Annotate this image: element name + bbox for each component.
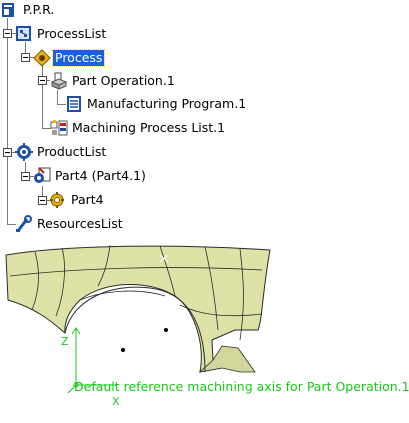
expander-part4-instance[interactable] xyxy=(21,172,30,181)
part-operation-icon xyxy=(50,72,68,90)
product-list-icon xyxy=(15,143,33,161)
tree-node-part4-instance-label: Part4 (Part4.1) xyxy=(55,168,146,183)
tree-node-part4[interactable]: Part4 xyxy=(49,190,106,210)
process-icon xyxy=(33,49,51,67)
expander-process[interactable] xyxy=(21,53,30,62)
manufacturing-program-icon xyxy=(65,95,83,113)
resources-list-icon xyxy=(15,215,33,233)
axis-z-label: Z xyxy=(61,335,69,348)
tree-node-resources-list-label: ResourcesList xyxy=(37,216,123,231)
ppr-root-icon xyxy=(1,1,19,19)
part-icon xyxy=(49,191,67,209)
expander-part4[interactable] xyxy=(38,196,47,205)
tree-node-ppr[interactable]: P.P.R. xyxy=(1,0,56,20)
tree-node-machining-process-list-label: Machining Process List.1 xyxy=(72,120,226,135)
3d-viewport[interactable] xyxy=(0,238,409,420)
expander-part-operation[interactable] xyxy=(38,76,47,85)
tree-node-process-label: Process xyxy=(51,49,106,67)
axis-x-label: X xyxy=(112,395,120,408)
tree-node-ppr-label: P.P.R. xyxy=(23,2,55,17)
tree-node-product-list[interactable]: ProductList xyxy=(15,142,108,162)
tree-node-resources-list[interactable]: ResourcesList xyxy=(15,214,125,234)
machining-process-list-icon xyxy=(50,119,68,137)
tree-node-manufacturing-program[interactable]: Manufacturing Program.1 xyxy=(65,94,248,114)
expander-product-list[interactable] xyxy=(3,148,12,157)
fender-surface[interactable] xyxy=(0,238,409,420)
axis-caption: Default reference machining axis for Par… xyxy=(74,379,409,394)
tree-node-part-operation[interactable]: Part Operation.1 xyxy=(50,71,177,91)
tree-node-part4-instance[interactable]: Part4 (Part4.1) xyxy=(33,166,148,186)
tree-node-part-operation-label: Part Operation.1 xyxy=(72,73,175,88)
tree-node-manufacturing-program-label: Manufacturing Program.1 xyxy=(87,96,247,111)
tree-node-machining-process-list[interactable]: Machining Process List.1 xyxy=(50,118,227,138)
tree-node-process[interactable]: Process xyxy=(33,48,106,68)
process-list-icon xyxy=(15,25,33,43)
part-instance-icon xyxy=(33,167,51,185)
tree-node-product-list-label: ProductList xyxy=(37,144,107,159)
tree-node-process-list[interactable]: ProcessList xyxy=(15,24,108,44)
tree-node-part4-label: Part4 xyxy=(71,192,104,207)
expander-process-list[interactable] xyxy=(3,29,12,38)
tree-node-process-list-label: ProcessList xyxy=(37,26,107,41)
